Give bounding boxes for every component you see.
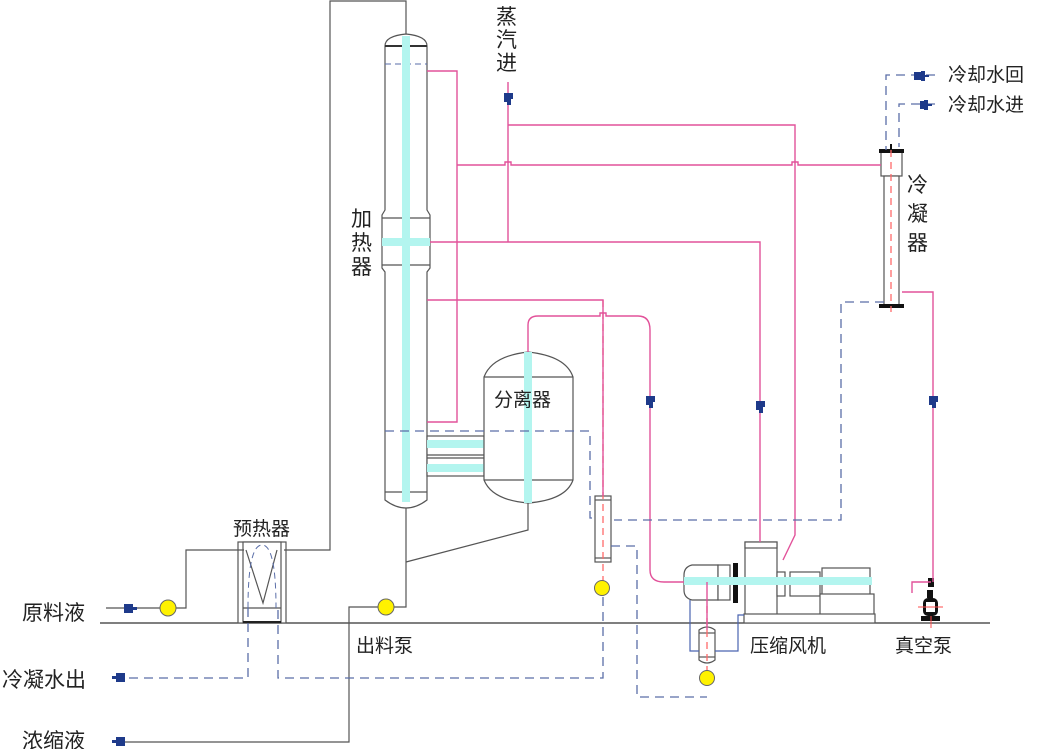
vapor-valve-icon-1 (646, 396, 655, 408)
discharge-pump-label: 出料泵 (356, 635, 413, 657)
condensate-pump-icon[interactable] (594, 580, 610, 596)
separator-label: 分离器 (494, 389, 551, 411)
heater[interactable] (381, 33, 431, 509)
valve-icons (112, 71, 938, 746)
discharge-pump-icon[interactable] (377, 598, 395, 616)
condensate-out-label: 冷凝水出 (2, 668, 86, 692)
vapor-valve-icon-2 (756, 401, 765, 413)
condenser[interactable] (879, 144, 904, 312)
compressor-fan[interactable] (683, 541, 876, 624)
cooling-return-valve-icon (914, 71, 929, 81)
water-lines (125, 74, 935, 698)
auxiliary-pump-icon[interactable] (699, 670, 715, 686)
feed-liquid-label: 原料液 (22, 601, 85, 625)
preheater[interactable] (237, 541, 287, 624)
auxiliary-exchanger-1[interactable] (594, 300, 612, 582)
concentrate-label: 浓缩液 (22, 729, 85, 749)
condensate-valve-icon (112, 673, 125, 682)
feed-valve-icon (124, 604, 137, 613)
cooling-water-in-label: 冷却水进 (948, 94, 1024, 116)
steam-valve-icon (504, 93, 513, 105)
condenser-label: 冷 凝 器 (907, 173, 935, 255)
separator[interactable] (483, 351, 574, 504)
cooling-water-return-label: 冷却水回 (948, 64, 1024, 86)
vapor-lines (427, 70, 934, 630)
vacuum-pump[interactable] (911, 578, 943, 628)
vacuum-pump-label: 真空泵 (895, 635, 952, 657)
cooling-in-valve-icon (920, 100, 932, 110)
vacuum-valve-icon (929, 396, 938, 408)
concentrate-valve-icon (112, 737, 125, 746)
steam-in-label: 蒸 汽 进 (496, 5, 524, 75)
feed-pump-icon[interactable] (159, 599, 177, 617)
preheater-label: 预热器 (233, 518, 290, 540)
process-lines (106, 0, 529, 743)
heater-label: 加 热 器 (351, 207, 379, 279)
compressor-fan-label: 压缩风机 (750, 635, 826, 657)
heater-separator-connector (426, 435, 485, 477)
